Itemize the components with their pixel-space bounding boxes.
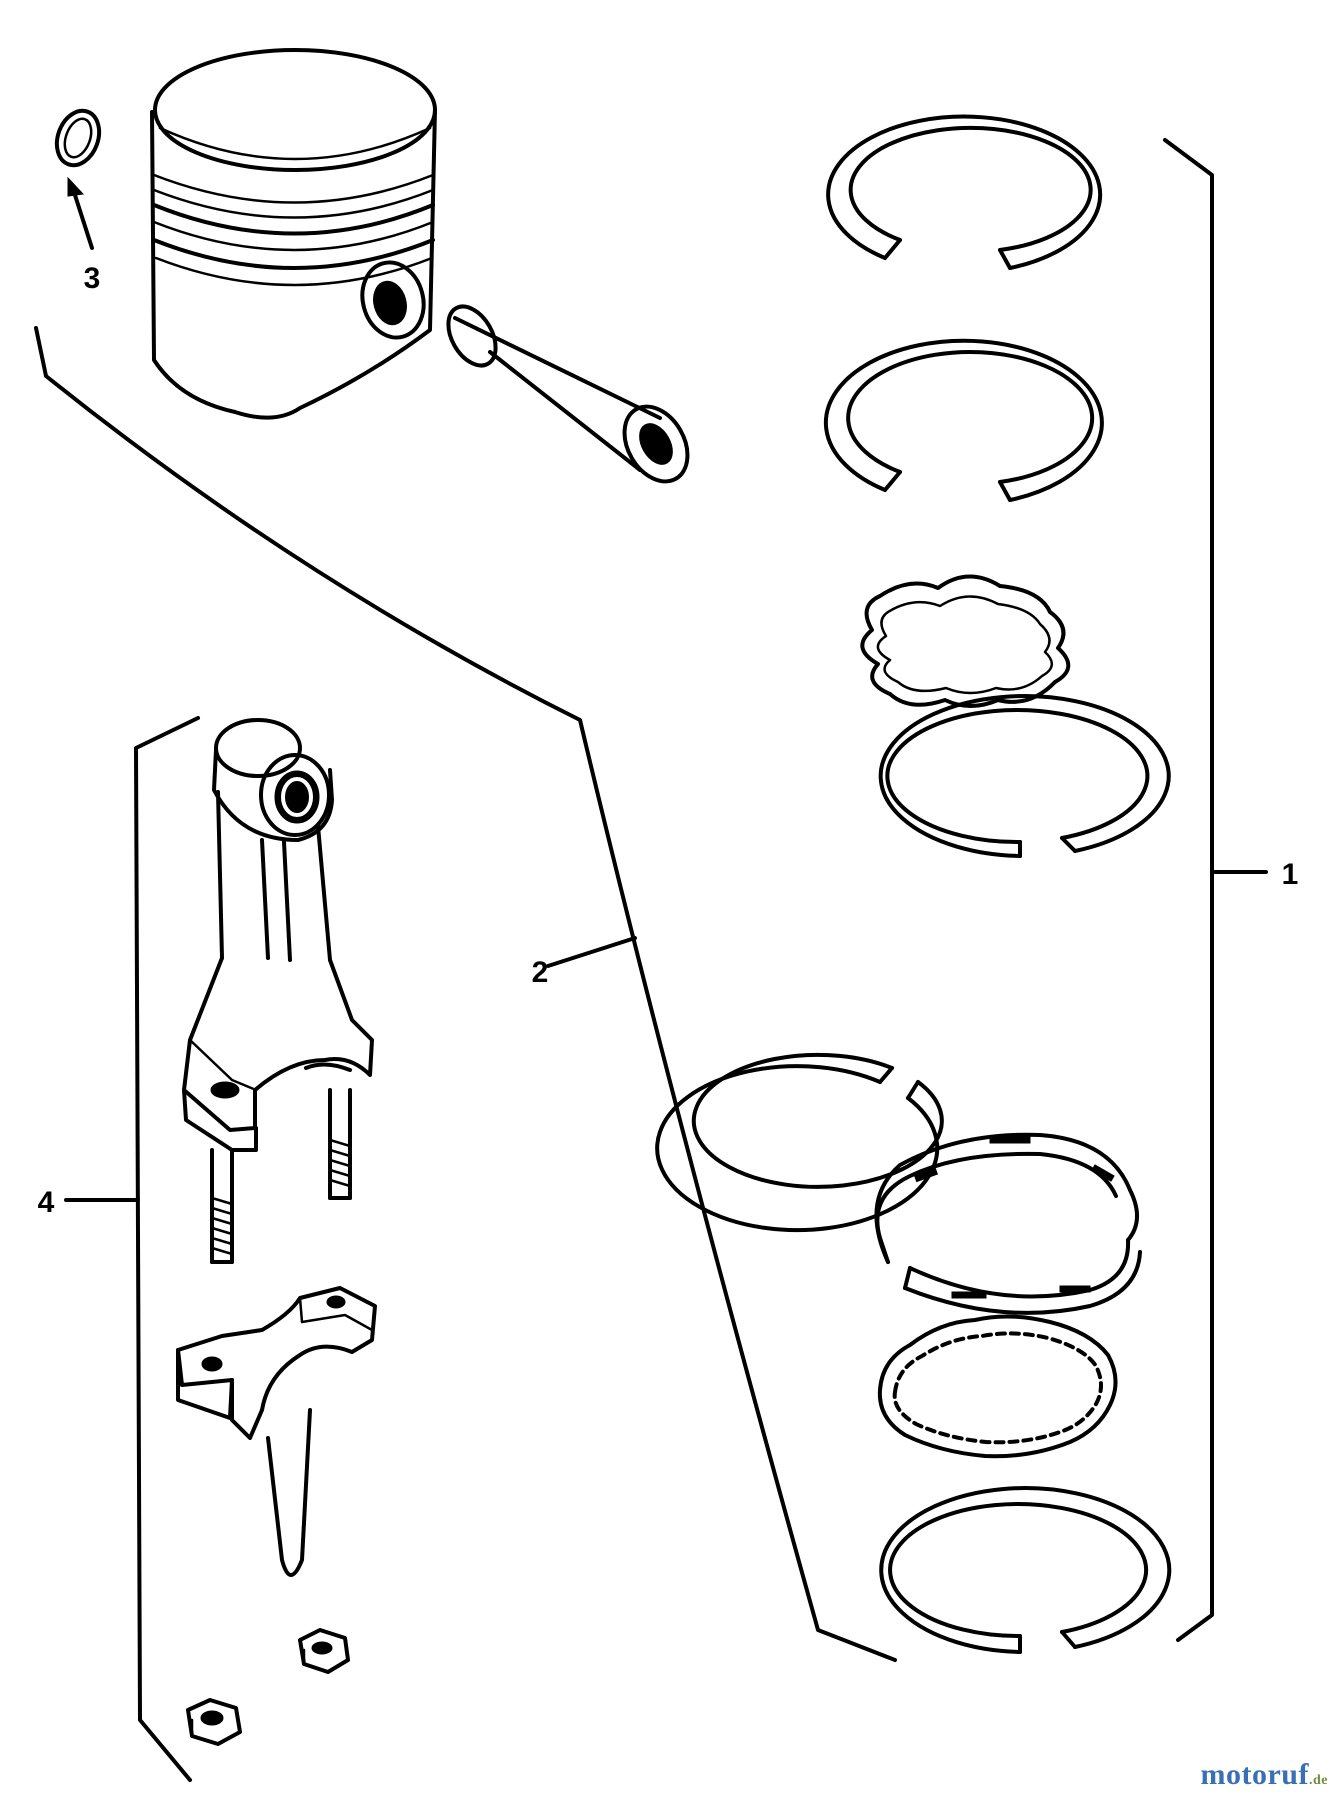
oil-ring-slotted — [874, 1132, 1142, 1315]
watermark-logo: motoruf.de — [1201, 1758, 1328, 1792]
retainer-ring — [54, 108, 102, 250]
compression-ring-1 — [826, 114, 1103, 270]
callout-2: 2 — [532, 956, 549, 989]
callout-3: 3 — [84, 262, 101, 295]
connecting-rod — [182, 718, 374, 1264]
callout-1: 1 — [1282, 858, 1299, 891]
compression-ring-5 — [879, 1486, 1172, 1654]
watermark-main: motoruf — [1200, 1758, 1309, 1791]
piston — [150, 48, 437, 420]
nut-2 — [186, 1698, 242, 1746]
compression-ring-3 — [878, 694, 1171, 858]
rod-group-bracket — [64, 716, 200, 1782]
piston-group-bracket — [34, 326, 897, 1662]
oil-ring-expander — [860, 574, 1071, 708]
rod-cap — [176, 1286, 377, 1577]
callout-4: 4 — [38, 1186, 55, 1219]
piston-pin — [446, 304, 690, 484]
oil-ring-expander-scalloped — [877, 1314, 1118, 1459]
piston-rings — [655, 114, 1172, 1654]
rod-bolt-1 — [210, 1148, 234, 1264]
compression-ring-2 — [823, 338, 1104, 502]
nut-1 — [298, 1628, 350, 1674]
rod-bolt-2 — [328, 1088, 352, 1200]
watermark-tld: .de — [1309, 1773, 1328, 1788]
ring-set-bracket — [1163, 138, 1268, 1642]
